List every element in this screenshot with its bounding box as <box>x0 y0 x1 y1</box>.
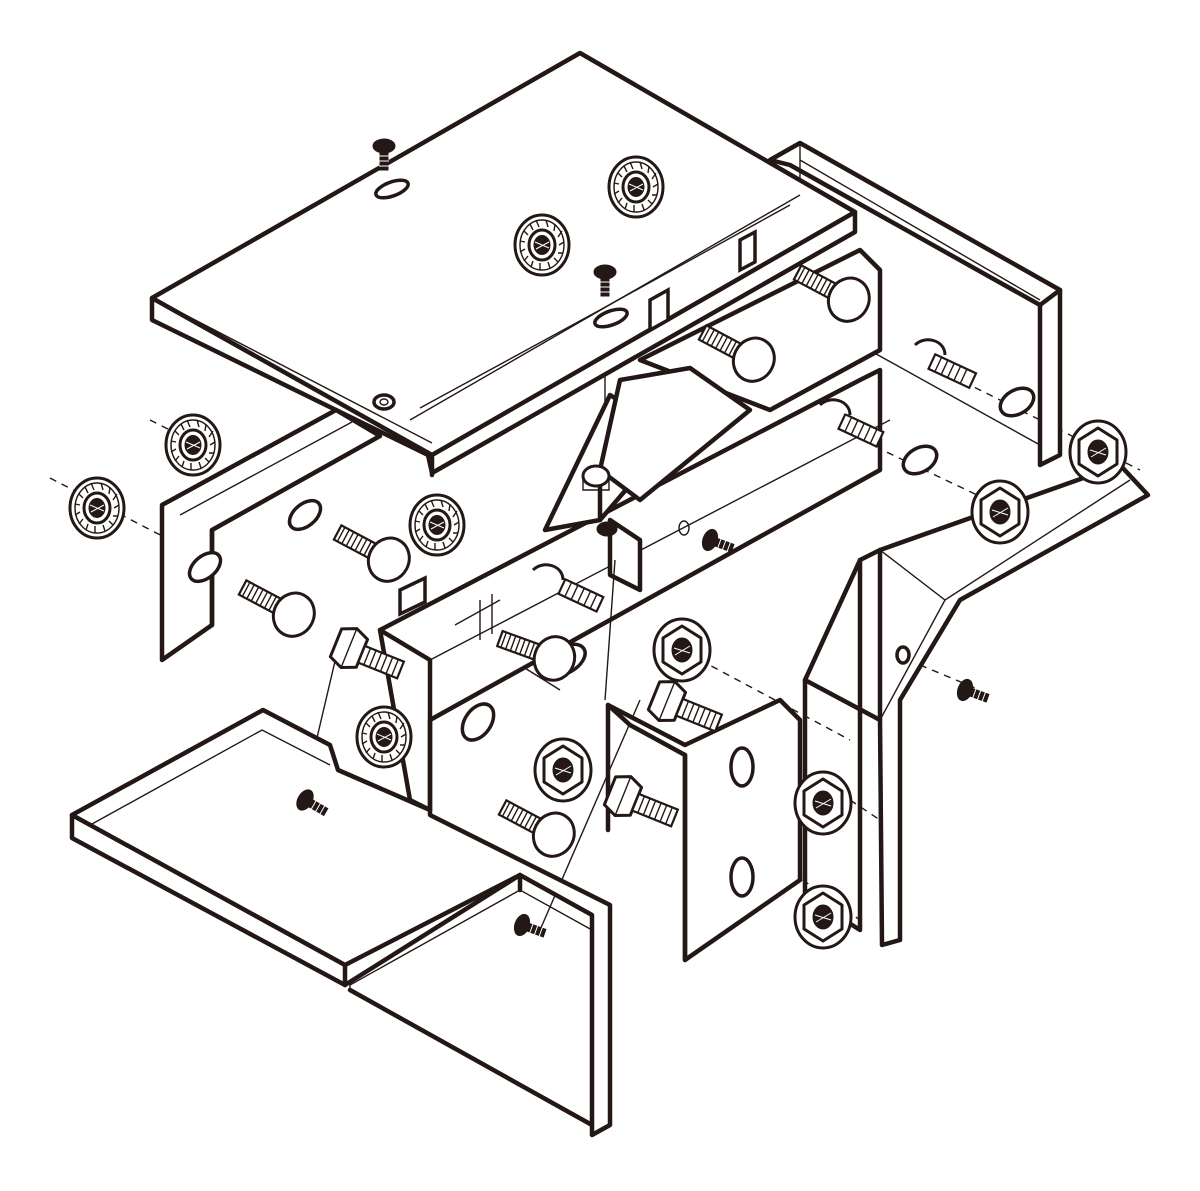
threaded-studs <box>531 338 978 614</box>
right-back-plate <box>767 140 1063 476</box>
front-vertical-plate <box>604 559 803 963</box>
right-bent-side-plate <box>802 462 1151 948</box>
top-cover-plate <box>149 50 858 478</box>
center-small-bracket <box>542 365 753 593</box>
left-side-plate <box>159 407 427 663</box>
small-screws <box>292 138 992 945</box>
bottom-base-plate <box>69 707 613 1138</box>
